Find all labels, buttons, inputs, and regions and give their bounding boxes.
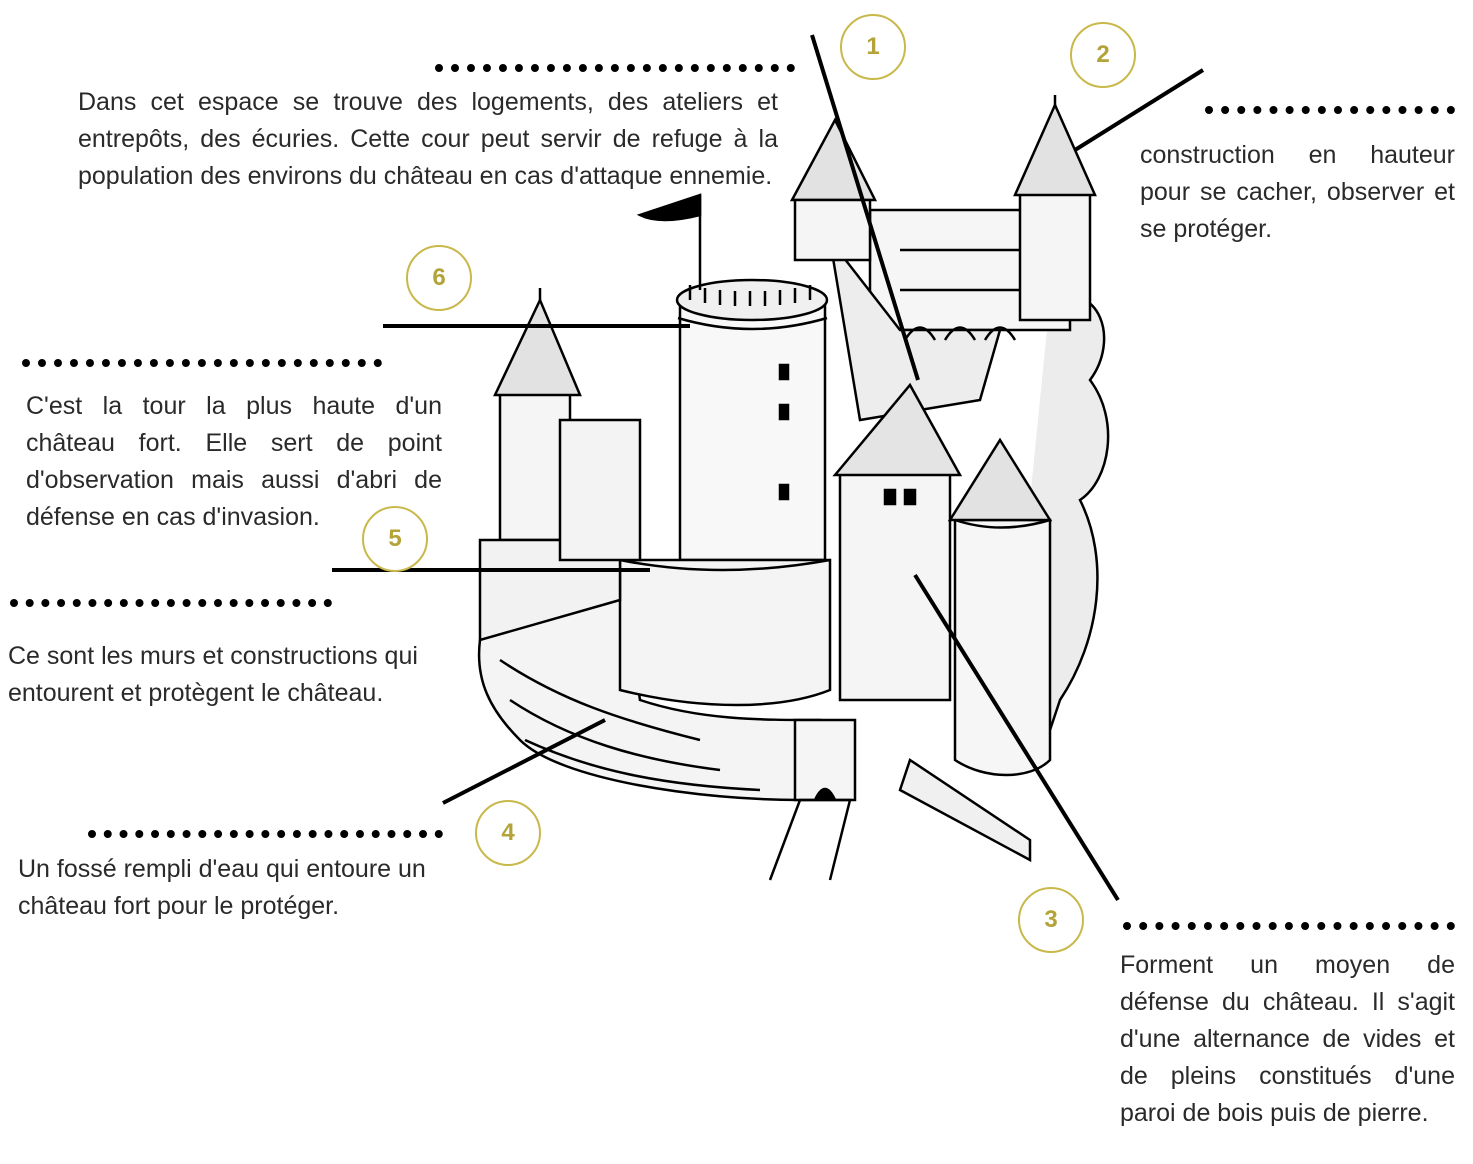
- dots-label-3: [1123, 914, 1455, 930]
- label-6-text: C'est la tour la plus haute d'un château…: [26, 388, 442, 536]
- dots-label-6: [22, 351, 382, 367]
- curtain-tower: [620, 560, 830, 705]
- tower-1-roof: [792, 120, 875, 200]
- right-tower: [955, 520, 1050, 775]
- dots-label-5: [10, 591, 332, 607]
- donjon: [680, 300, 825, 560]
- badge-4: 4: [475, 800, 541, 866]
- dots-label-2: [1205, 98, 1455, 114]
- label-3-text: Forment un moyen de défense du château. …: [1120, 947, 1455, 1132]
- tower-2-body: [1020, 190, 1090, 320]
- dots-label-4: [88, 822, 443, 838]
- badge-6: 6: [406, 245, 472, 311]
- dots-label-1: [435, 56, 795, 72]
- badge-2: 2: [1070, 22, 1136, 88]
- badge-1: 1: [840, 14, 906, 80]
- label-2-text: construction en hauteur pour se cacher, …: [1140, 137, 1455, 248]
- tower-2-roof: [1015, 105, 1095, 195]
- flag: [640, 195, 700, 220]
- label-4-text: Un fossé rempli d'eau qui entoure un châ…: [18, 851, 448, 925]
- badge-3: 3: [1018, 887, 1084, 953]
- bridge: [770, 800, 850, 880]
- label-1-text: Dans cet espace se trouve des logements,…: [78, 84, 778, 195]
- label-5-text: Ce sont les murs et constructions qui en…: [8, 638, 468, 712]
